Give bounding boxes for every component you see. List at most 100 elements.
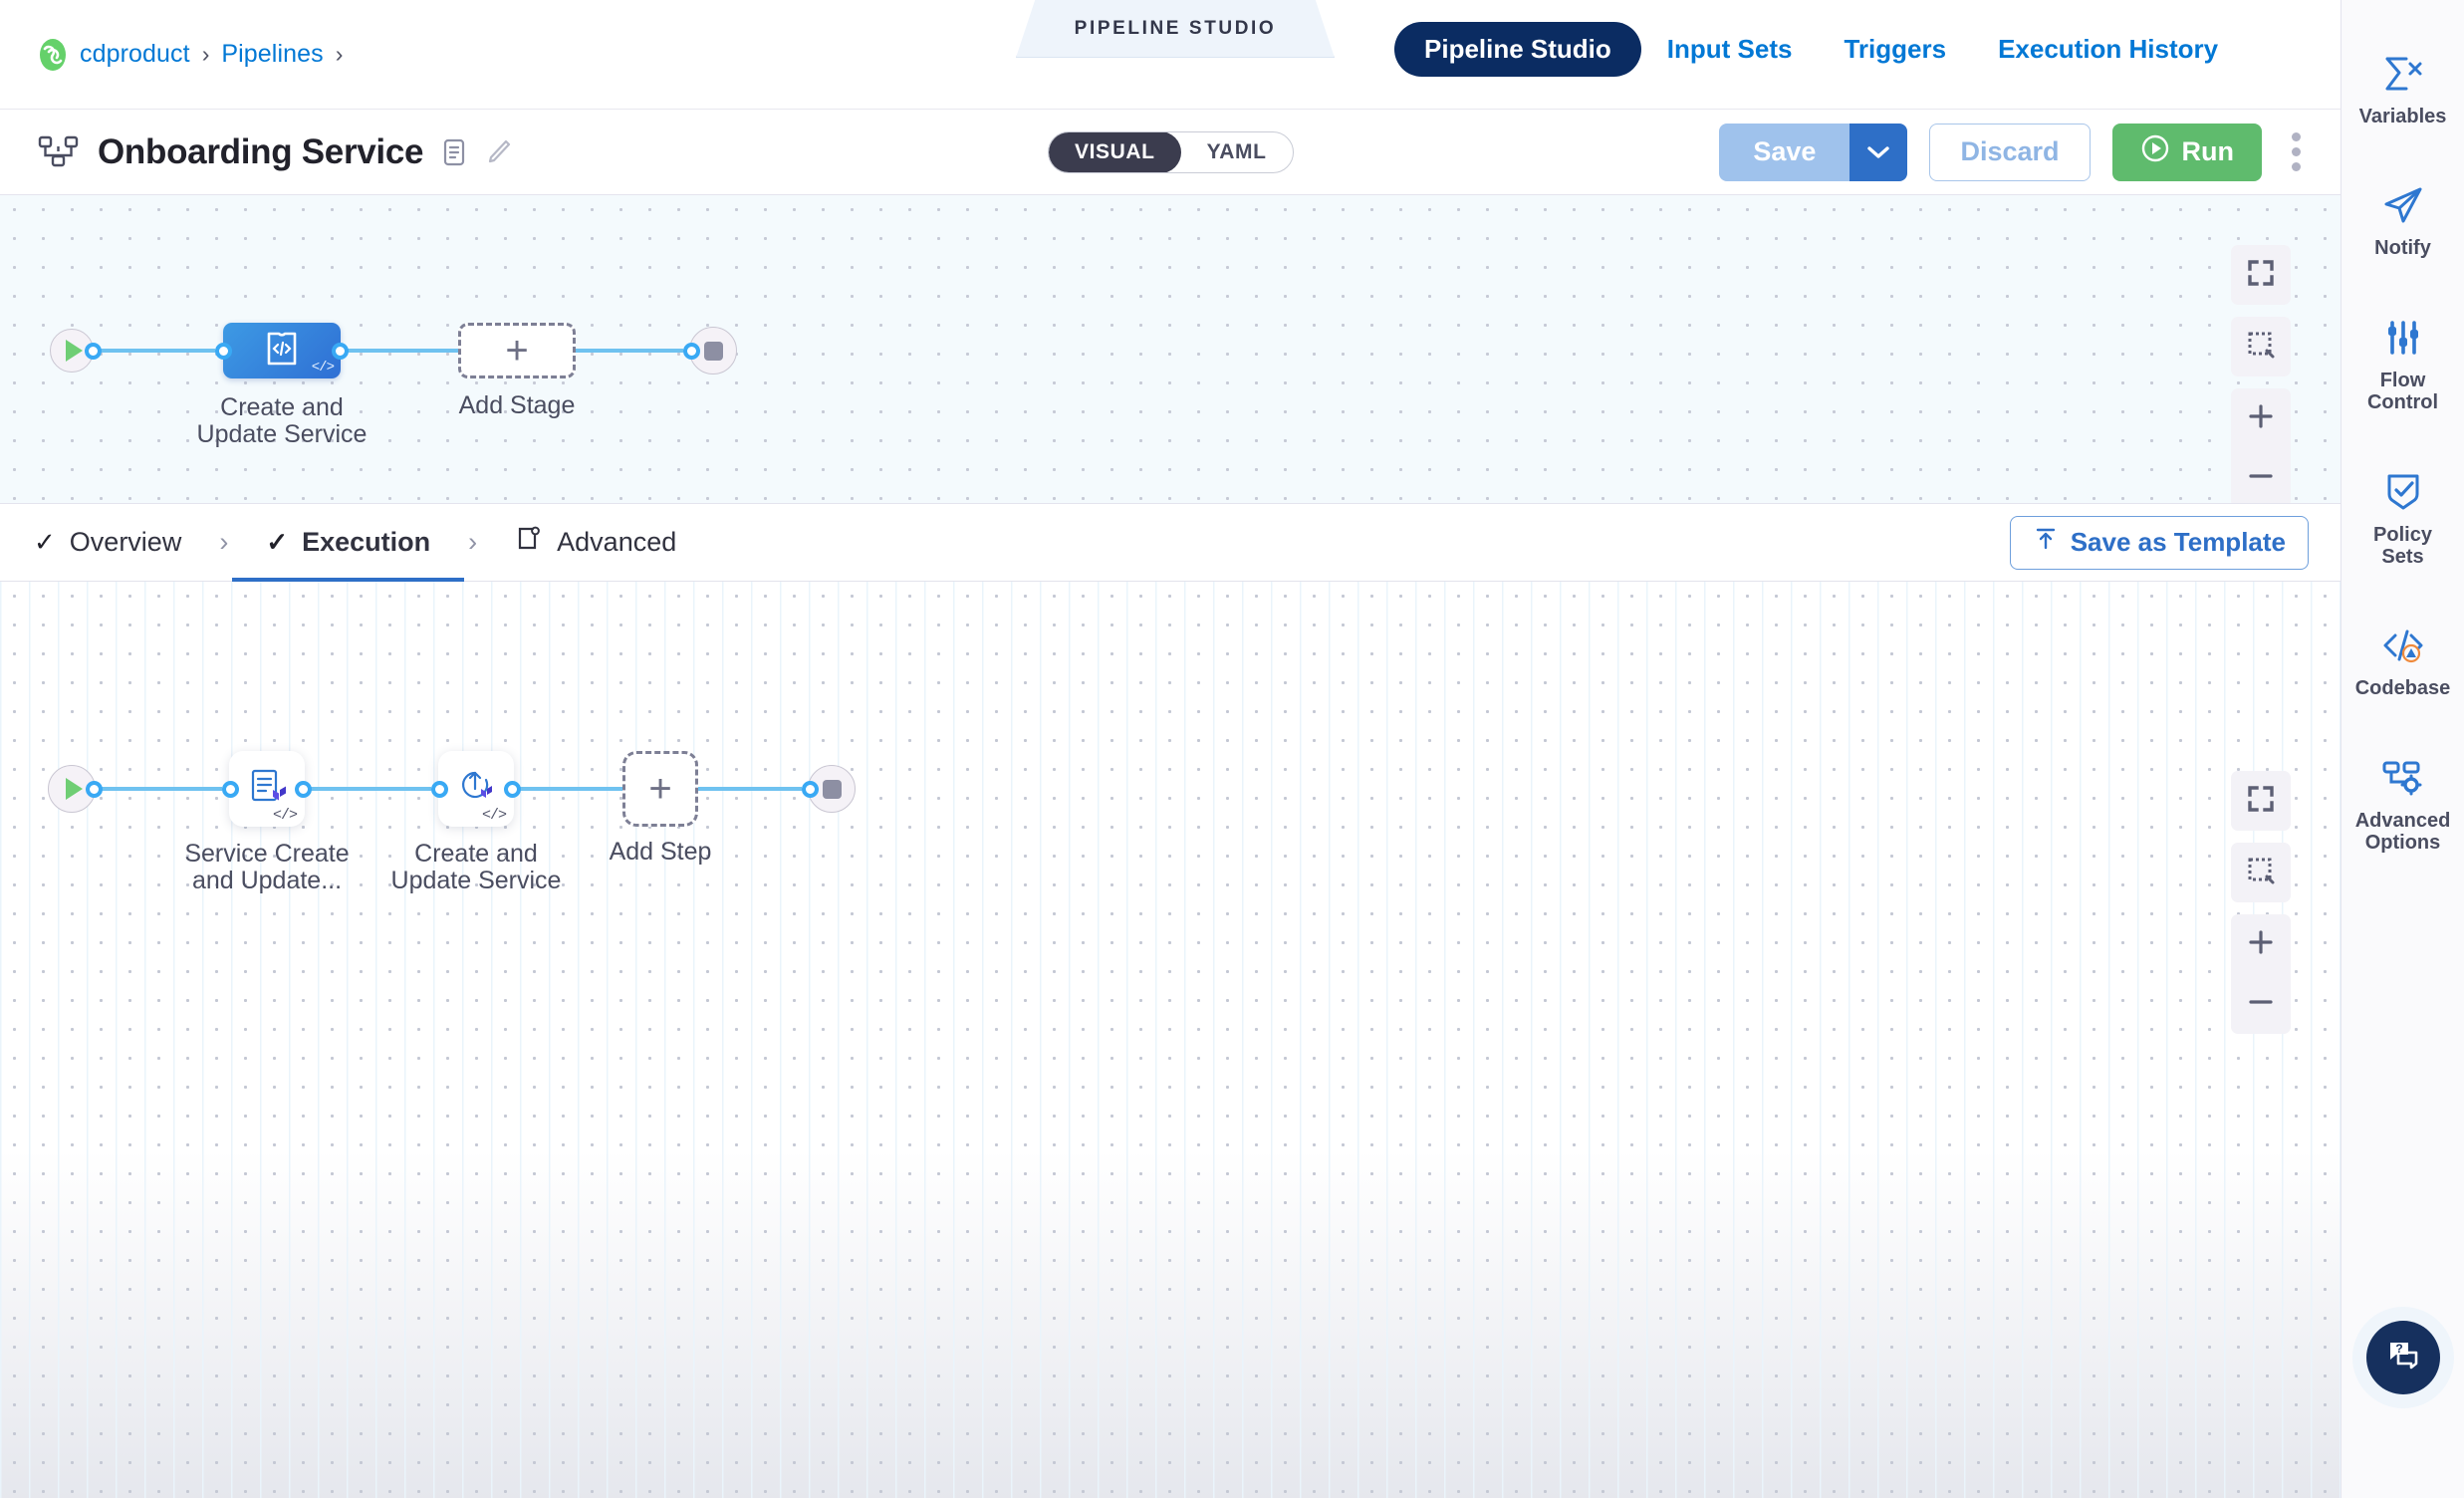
tab-execution[interactable]: ✓ Execution [232,504,464,582]
tab-advanced[interactable]: Advanced [481,504,710,582]
step-zoom-out-button[interactable] [2231,974,2291,1034]
sigma-x-icon [2381,52,2425,96]
stage-zoom-out-button[interactable] [2231,448,2291,503]
stage-input-port[interactable] [215,342,232,360]
step-fit-to-screen-button[interactable] [2231,771,2291,831]
sliders-icon [2381,316,2425,360]
advanced-options-icon [2380,756,2426,800]
stage-fit-to-screen-button[interactable] [2231,245,2291,305]
step-canvas[interactable]: </> Service Create and Update... [0,582,2341,1498]
rail-item-notify[interactable]: Notify [2348,183,2458,259]
step-2-label-line2: Update Service [390,867,562,894]
rail-label-flow-control-line2: Control [2366,391,2439,414]
end-input-port[interactable] [683,342,700,360]
stage-output-port[interactable] [332,342,349,360]
nav-pipeline-studio[interactable]: Pipeline Studio [1394,22,1641,77]
rail-label-variables: Variables [2358,106,2447,127]
execution-start-output-port[interactable] [86,780,103,798]
help-chat-icon: ? [2384,1339,2422,1377]
step-marquee-select-button[interactable] [2231,843,2291,902]
pipeline-start-node[interactable] [50,329,94,373]
module-tab-pipeline-studio: PIPELINE STUDIO [1016,0,1335,58]
nav-input-sets[interactable]: Input Sets [1666,34,1793,64]
toggle-visual[interactable]: VISUAL [1049,131,1181,172]
step-1-input-port[interactable] [222,780,239,798]
step-1-output-port[interactable] [295,780,312,798]
breadcrumb-project[interactable]: cdproduct [80,40,190,68]
rail-label-codebase: Codebase [2354,677,2451,700]
play-circle-icon [2140,133,2170,170]
step-node-service-create-and-update[interactable]: </> [229,751,305,827]
rail-label-advanced-options-line2: Options [2364,832,2441,855]
upload-template-icon [2033,526,2059,559]
rail-label-advanced-options-line1: Advanced [2354,809,2451,832]
step-1-label-line1: Service Create [184,840,350,868]
rail-label-policy-sets: Policy Sets [2373,524,2432,569]
plus-icon [2247,402,2275,435]
plus-icon: + [505,329,529,373]
harness-logo-icon [38,38,68,72]
save-as-template-button[interactable]: Save as Template [2009,515,2309,570]
tab-overview[interactable]: ✓ Overview [0,504,215,582]
add-stage-label: Add Stage [458,391,576,419]
step-zoom-group [2231,914,2291,1034]
edge-add-to-end [576,349,683,353]
rail-item-advanced-options[interactable]: Advanced Options [2348,756,2458,855]
chevron-down-icon[interactable] [1849,123,1908,181]
stage-marquee-select-button[interactable] [2231,317,2291,376]
rail-item-policy-sets[interactable]: Policy Sets [2348,470,2458,569]
description-icon[interactable] [441,137,467,167]
rail-item-variables[interactable]: Variables [2348,52,2458,127]
stage-node-create-and-update-service[interactable]: </> [223,323,341,378]
add-stage-button[interactable]: + [458,323,576,378]
stage-tab-strip: ✓ Overview › ✓ Execution › Advanced [0,504,2341,582]
stage-label-line1: Create and [220,393,344,421]
step-1-label: Service Create and Update... [152,841,381,894]
pencil-edit-icon[interactable] [485,137,511,167]
title-bar: Onboarding Service VISUAL YAML [0,110,2341,195]
save-button[interactable]: Save [1719,123,1850,181]
shield-check-icon [2381,470,2425,514]
paper-plane-icon [2381,183,2425,227]
rail-item-codebase[interactable]: Codebase [2348,624,2458,699]
stage-canvas[interactable]: </> Create and Update Service + Add Stag… [0,195,2341,504]
breadcrumb-separator-2: › [335,41,344,67]
stage-zoom-in-button[interactable] [2231,388,2291,448]
step-1-label-line2: and Update... [191,867,343,894]
minus-icon [2247,462,2275,495]
step-1-template-badge: </> [272,807,298,824]
play-icon [65,778,83,800]
edge-step-1-to-step-2 [310,787,431,791]
step-2-output-port[interactable] [504,780,521,798]
execution-end-input-port[interactable] [802,780,819,798]
execution-graph: </> Service Create and Update... [48,751,856,894]
edge-step-2-to-add [519,787,622,791]
step-node-create-and-update-service[interactable]: </> [438,751,514,827]
terraform-apply-icon [455,766,497,813]
pipeline-end-node[interactable] [689,327,737,374]
breadcrumb-pipelines[interactable]: Pipelines [221,40,324,68]
page-title: Onboarding Service [98,131,424,171]
rail-item-flow-control[interactable]: Flow Control [2348,316,2458,414]
plus-icon: + [648,767,672,811]
start-output-port[interactable] [85,342,102,360]
tab-separator-2: › [468,527,478,557]
nav-triggers[interactable]: Triggers [1844,34,1947,64]
rail-label-advanced-options: Advanced Options [2355,810,2451,855]
discard-button[interactable]: Discard [1929,123,2091,181]
add-step-button[interactable]: + [622,751,698,827]
edge-stage-to-add [347,349,458,353]
nav-execution-history[interactable]: Execution History [1998,34,2219,64]
step-2-input-port[interactable] [431,780,448,798]
run-button[interactable]: Run [2111,123,2262,181]
stage-node-label: Create and Update Service [167,394,396,448]
minus-icon [2247,988,2275,1021]
toggle-yaml[interactable]: YAML [1206,139,1267,163]
help-chat-button[interactable]: ? [2365,1321,2440,1394]
view-mode-toggle[interactable]: VISUAL YAML [1048,130,1294,173]
kebab-menu-icon[interactable] [2284,126,2309,177]
rail-label-notify: Notify [2374,237,2431,260]
step-zoom-in-button[interactable] [2231,914,2291,974]
save-split-button[interactable]: Save [1719,123,1908,181]
